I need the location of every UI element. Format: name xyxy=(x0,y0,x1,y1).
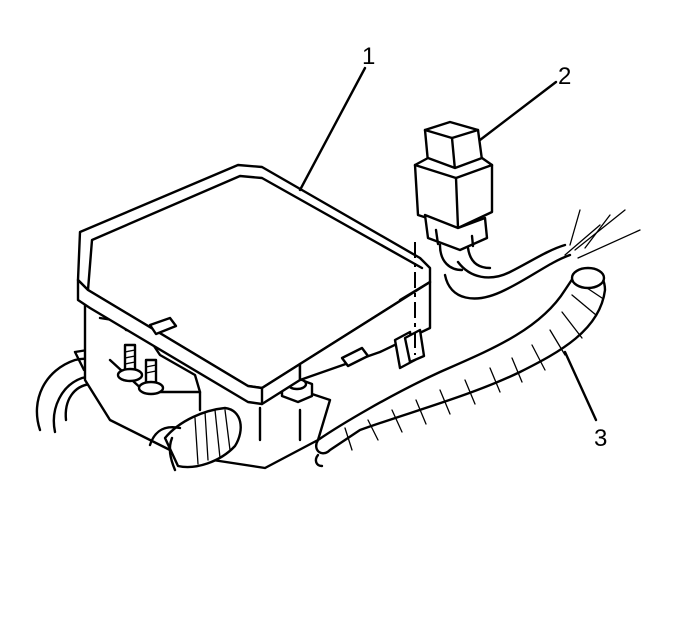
lower-wire-bundle xyxy=(148,406,242,472)
callout-1: 1 xyxy=(362,43,375,70)
relay-wiring xyxy=(443,209,641,300)
mounting-bolt-icon xyxy=(116,343,144,383)
leader-line-2 xyxy=(478,80,558,142)
harness-tail xyxy=(314,453,324,468)
mounting-bolt-icon-2 xyxy=(137,358,165,396)
callout-3: 3 xyxy=(594,425,607,452)
wiring-harness xyxy=(315,266,607,455)
fuse-block-cover xyxy=(76,163,432,406)
relay-connector xyxy=(413,120,494,272)
callout-2: 2 xyxy=(558,63,571,90)
leader-line-3 xyxy=(563,350,598,422)
leader-line-1 xyxy=(298,66,367,192)
